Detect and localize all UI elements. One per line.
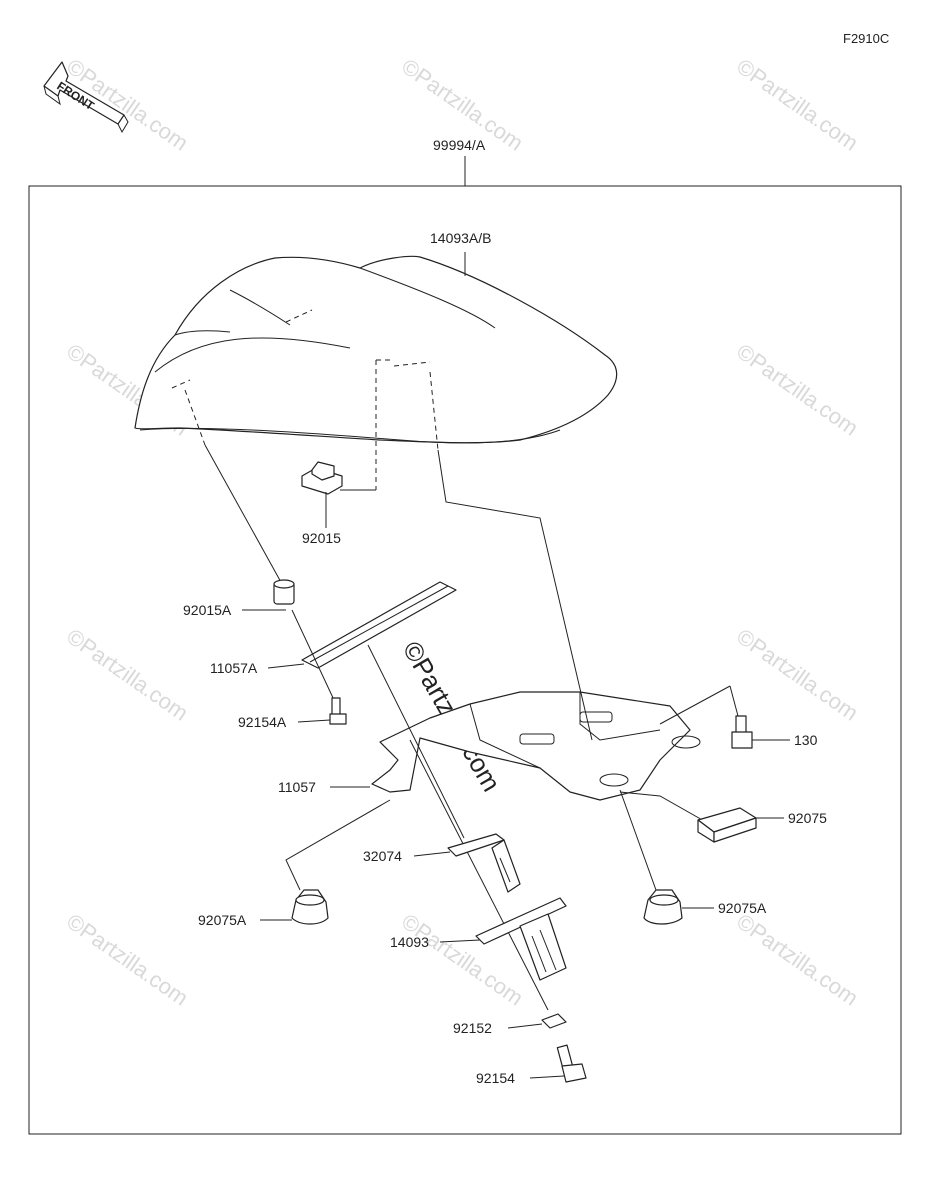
watermark: ©Partzilla.com xyxy=(732,339,863,441)
main-bracket xyxy=(371,691,701,801)
watermark: ©Partzilla.com xyxy=(732,624,863,726)
diagram-code: F2910C xyxy=(843,31,889,46)
part-11057A xyxy=(301,581,457,669)
part-92075A-left xyxy=(291,889,329,925)
label-92154A: 92154A xyxy=(238,714,287,730)
label-130: 130 xyxy=(794,732,818,748)
label-seat-cover: 14093A/B xyxy=(430,230,492,246)
label-92075A-right: 92075A xyxy=(718,900,767,916)
part-92015A xyxy=(273,579,295,605)
part-92015 xyxy=(301,461,343,495)
label-92152: 92152 xyxy=(453,1020,492,1036)
label-32074: 32074 xyxy=(363,848,402,864)
part-14093 xyxy=(475,897,567,981)
label-11057: 11057 xyxy=(278,779,316,795)
part-32074 xyxy=(447,833,521,893)
part-92154A xyxy=(329,697,347,725)
part-92075A-right xyxy=(643,889,683,925)
label-14093: 14093 xyxy=(390,934,429,950)
part-92075 xyxy=(697,807,757,843)
label-92075: 92075 xyxy=(788,810,827,826)
part-130 xyxy=(731,715,753,749)
assembly-label: 99994/A xyxy=(433,137,486,153)
watermarks: ©Partzilla.com ©Partzilla.com ©Partzilla… xyxy=(62,54,863,1011)
part-92152 xyxy=(541,1013,567,1029)
part-92154 xyxy=(556,1044,587,1083)
watermark: ©Partzilla.com xyxy=(732,909,863,1011)
label-92154: 92154 xyxy=(476,1070,515,1086)
seat-cover xyxy=(134,255,618,444)
watermark: ©Partzilla.com xyxy=(732,54,863,156)
label-92015A: 92015A xyxy=(183,602,232,618)
watermark: ©Partzilla.com xyxy=(62,909,193,1011)
label-11057A: 11057A xyxy=(210,660,258,676)
assembly-frame xyxy=(28,185,902,1135)
label-92075A-left: 92075A xyxy=(198,912,247,928)
watermark: ©Partzilla.com xyxy=(62,624,193,726)
label-92015: 92015 xyxy=(302,530,341,546)
